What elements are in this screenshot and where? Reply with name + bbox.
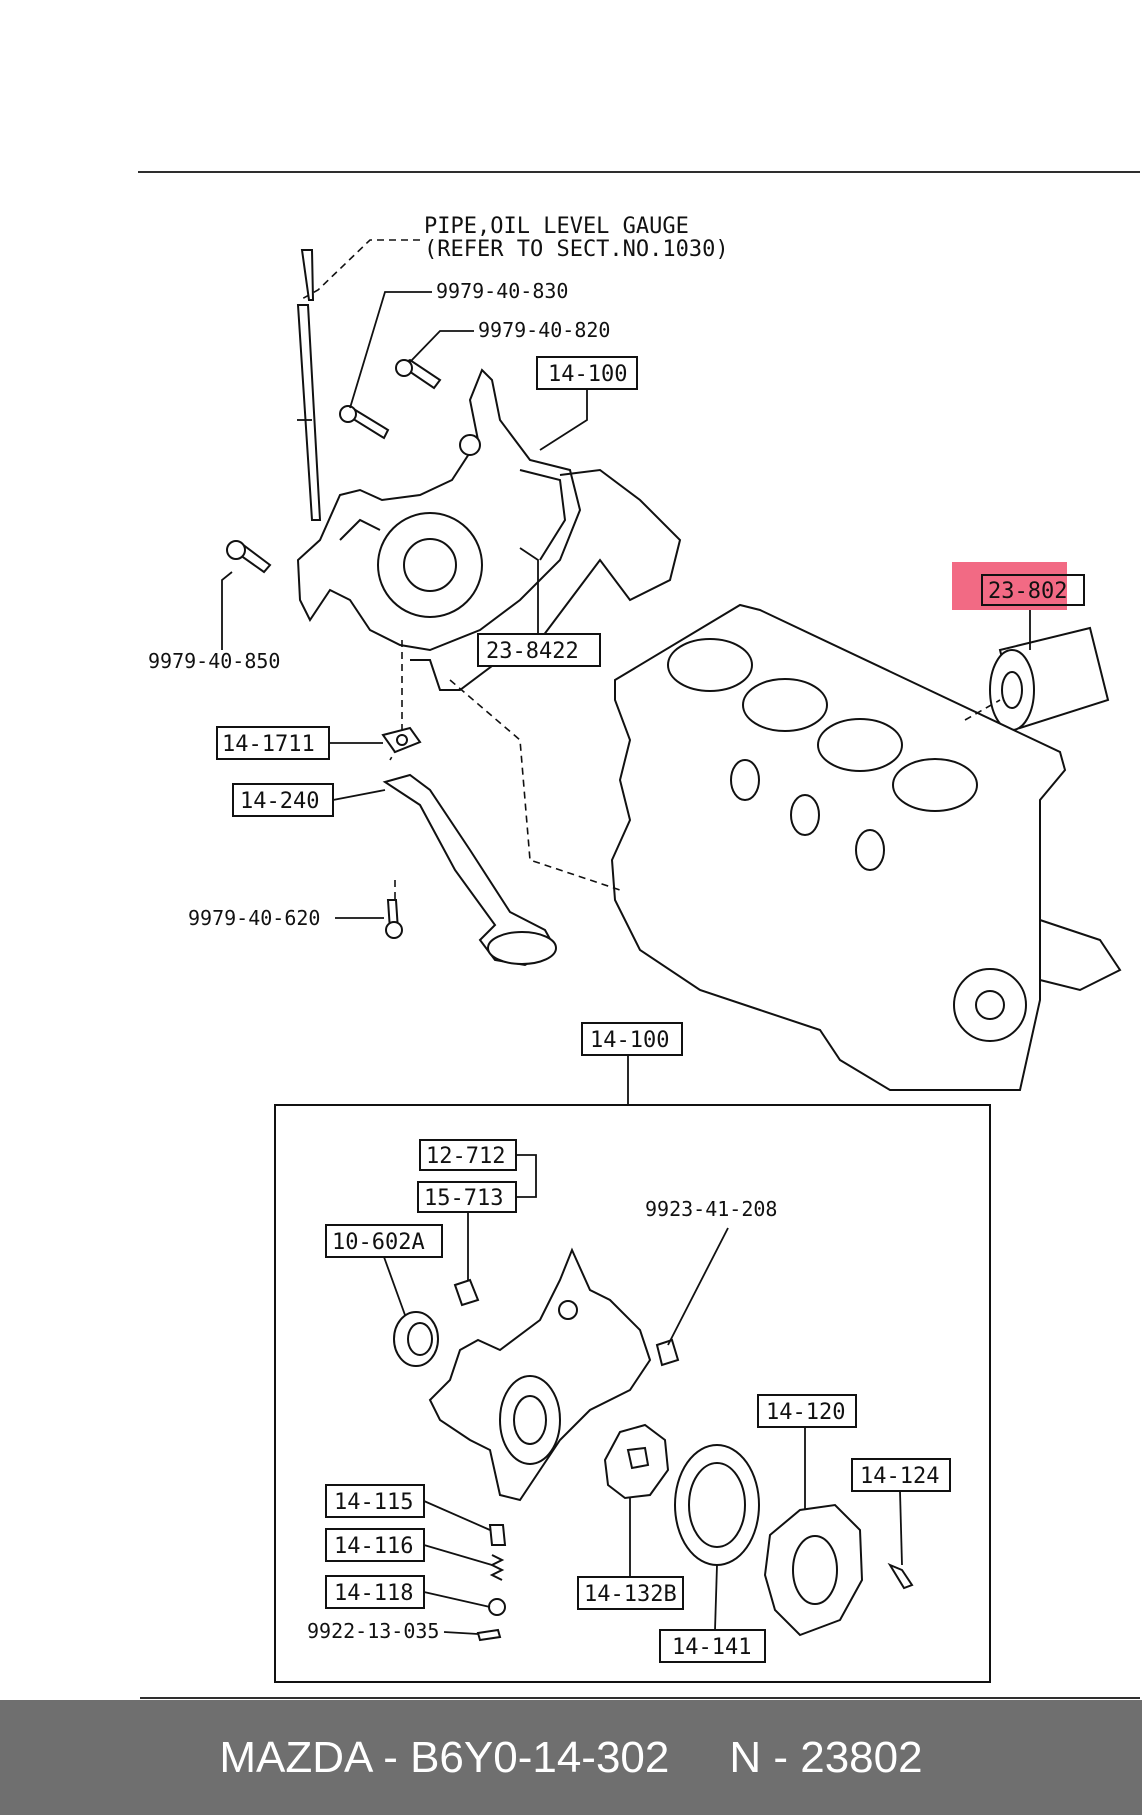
engine-block: [610, 603, 1122, 1091]
callout-12-712[interactable]: [419, 1139, 517, 1171]
label-9923-41-208: 9923-41-208: [645, 1197, 777, 1221]
dowel-pin-icon: [453, 1278, 480, 1307]
bolt-9979-40-830-icon: [339, 405, 390, 440]
label-14-240: 14-240: [240, 789, 319, 814]
callout-15-713[interactable]: [417, 1181, 517, 1213]
label-23-802: 23-802: [988, 579, 1067, 604]
label-15-713: 15-713: [424, 1186, 503, 1211]
callout-14-240[interactable]: [232, 783, 334, 817]
label-10-602a: 10-602A: [332, 1230, 425, 1255]
label-9979-40-830: 9979-40-830: [436, 279, 568, 303]
label-23-8422: 23-8422: [486, 639, 579, 664]
gauge-title: PIPE,OIL LEVEL GAUGE: [424, 214, 689, 239]
callout-14-132b[interactable]: [577, 1576, 684, 1610]
label-14-100-top: 14-100: [548, 362, 627, 387]
gauge-leader: [299, 239, 420, 301]
callout-14-120[interactable]: [757, 1394, 857, 1428]
oil-seal-icon: [393, 1311, 439, 1367]
label-14-118: 14-118: [334, 1581, 413, 1606]
label-14-124: 14-124: [860, 1464, 939, 1489]
label-14-100-mid: 14-100: [590, 1028, 669, 1053]
oil-level-gauge-pipe: [296, 249, 322, 521]
pump-cover-icon: [763, 1503, 864, 1637]
outer-rotor-icon: [674, 1444, 760, 1566]
dowel-9923-41-208-icon: [655, 1338, 680, 1367]
detail-box: [274, 1104, 991, 1683]
callout-14-118[interactable]: [325, 1575, 425, 1609]
oil-filter-icon: [989, 626, 1110, 731]
oil-pump-gasket: [410, 468, 682, 691]
label-14-115: 14-115: [334, 1490, 413, 1515]
bolt-9979-40-620-icon: [385, 899, 403, 939]
callout-14-116[interactable]: [325, 1528, 425, 1562]
gauge-subtitle: (REFER TO SECT.NO.1030): [424, 237, 729, 262]
label-14-1711: 14-1711: [222, 732, 315, 757]
callout-10-602a[interactable]: [325, 1224, 443, 1258]
callout-14-124[interactable]: [851, 1458, 951, 1492]
label-9979-40-820: 9979-40-820: [478, 318, 610, 342]
label-14-116: 14-116: [334, 1534, 413, 1559]
bolt-9979-40-820-icon: [395, 358, 442, 390]
callout-14-141[interactable]: [659, 1629, 766, 1663]
callout-14-1711[interactable]: [216, 726, 330, 760]
oil-strainer-icon: [382, 773, 557, 967]
bolt-9979-40-850-icon: [226, 540, 272, 574]
highlight-23-802: [952, 562, 1067, 610]
callout-23-802[interactable]: [981, 574, 1085, 606]
label-14-132b: 14-132B: [584, 1582, 677, 1607]
oil-pump-body-detail: [428, 1247, 652, 1502]
label-14-120: 14-120: [766, 1400, 845, 1425]
dash-filter-block: [964, 699, 1001, 721]
strainer-gasket-icon: [381, 726, 422, 754]
footer-ref-number: N - 23802: [729, 1732, 923, 1782]
label-14-141: 14-141: [672, 1635, 751, 1660]
oil-pump-upper: [296, 368, 582, 652]
cover-screw-icon: [887, 1562, 914, 1590]
inner-rotor-icon: [603, 1423, 670, 1500]
label-9922-13-035: 9922-13-035: [307, 1619, 439, 1643]
parts-diagram: PIPE,OIL LEVEL GAUGE (REFER TO SECT.NO.1…: [138, 171, 1140, 1699]
relief-plunger-icon: [476, 1524, 507, 1642]
label-9979-40-620: 9979-40-620: [188, 906, 320, 930]
callout-23-8422[interactable]: [477, 633, 601, 667]
footer-oem-number: MAZDA - B6Y0-14-302: [219, 1732, 670, 1782]
label-12-712: 12-712: [426, 1144, 505, 1169]
footer-bar: MAZDA - B6Y0-14-302 N - 23802: [0, 1700, 1142, 1815]
label-9979-40-850: 9979-40-850: [148, 649, 280, 673]
callout-14-100-mid[interactable]: [581, 1022, 683, 1056]
